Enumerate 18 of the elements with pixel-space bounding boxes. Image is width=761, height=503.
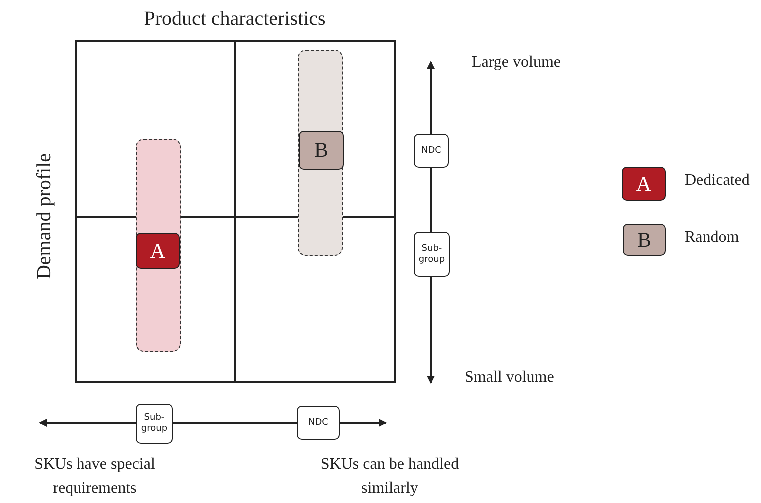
axis-label: SKUs have special requirements xyxy=(34,455,156,499)
tag-box: Sub-group xyxy=(414,232,450,277)
tag-box: NDC xyxy=(297,406,340,440)
dashed-band xyxy=(298,50,343,256)
axis-title: Demand profile xyxy=(34,152,56,282)
axis-label: SKUs can be handled similarly xyxy=(320,455,460,499)
axis-label: Small volume xyxy=(465,369,556,387)
legend-swatch: B xyxy=(623,224,666,256)
axis-title: Product characteristics xyxy=(143,8,327,31)
legend-label: Random xyxy=(685,229,740,247)
legend-swatch: A xyxy=(622,167,666,201)
category-box: A xyxy=(136,233,180,269)
dashed-band xyxy=(136,139,181,352)
axis-label: Large volume xyxy=(472,54,562,72)
tag-box: NDC xyxy=(414,134,449,168)
tag-box: Sub-group xyxy=(136,404,173,444)
category-box: B xyxy=(299,131,344,170)
legend-label: Dedicated xyxy=(685,172,750,190)
